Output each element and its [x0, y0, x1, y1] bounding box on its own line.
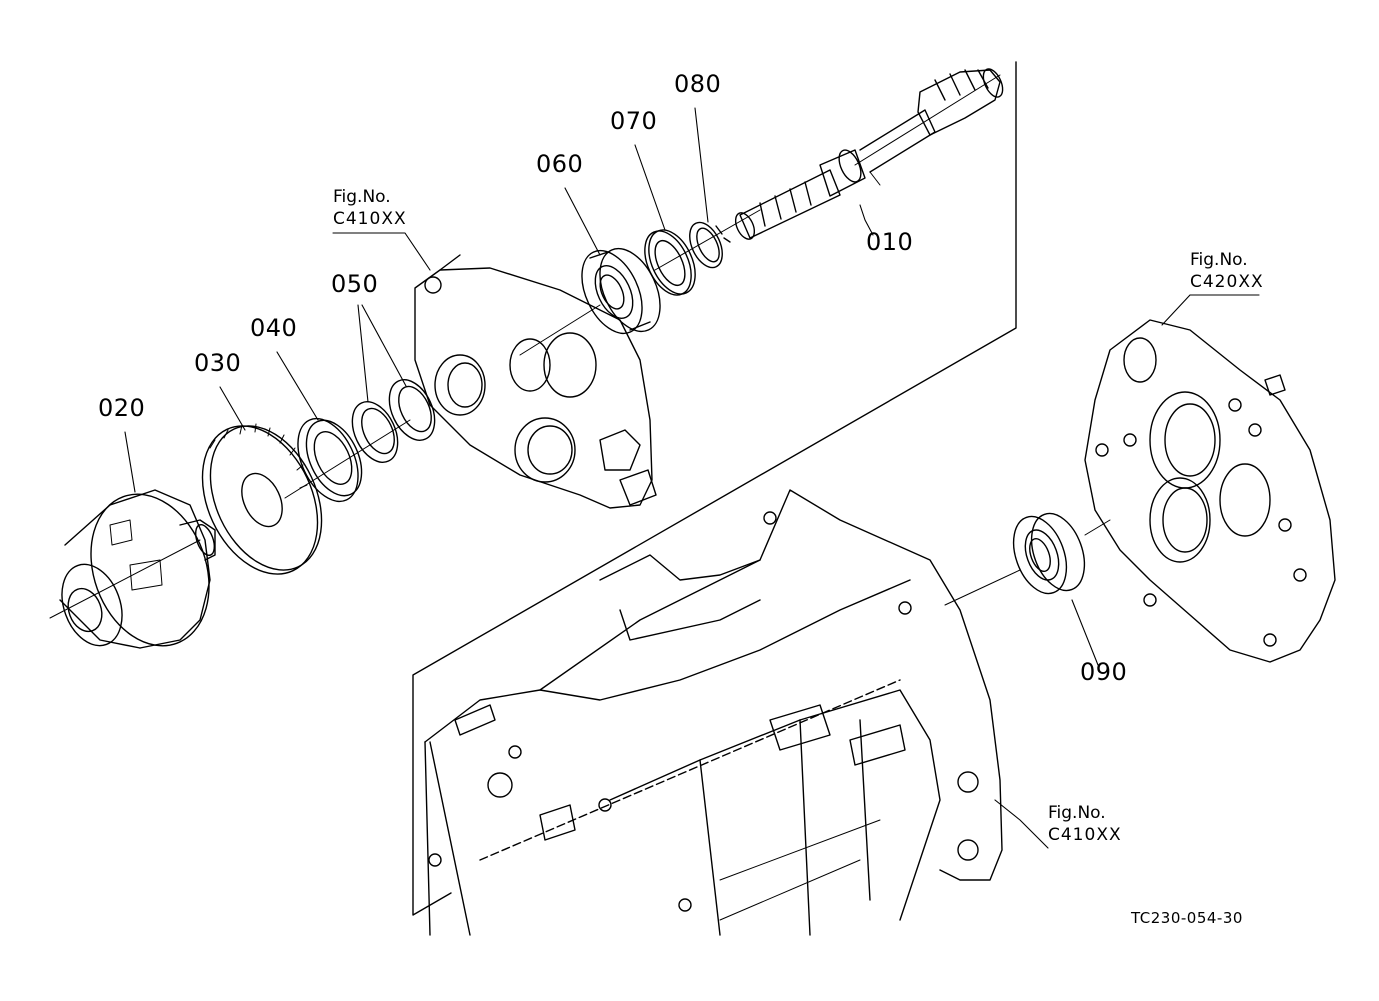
- leader-040: [277, 352, 318, 420]
- leader-050: [358, 305, 406, 402]
- plate-030: [180, 407, 344, 592]
- figure-ref-title: Fig.No.: [1190, 250, 1248, 270]
- figure-ref-code: C410XX: [1048, 825, 1122, 845]
- leader-090: [1072, 600, 1098, 665]
- leader-060: [565, 188, 600, 255]
- snap-ring-080: [683, 217, 730, 272]
- rings-050: [343, 373, 443, 470]
- figure-ref-c410-lower: Fig.No. C410XX: [1048, 802, 1122, 846]
- hub-020: [51, 478, 229, 663]
- assembly-frame: [413, 62, 1016, 915]
- shaft-010: [732, 66, 1007, 242]
- leader-fig-c410-lower: [995, 800, 1048, 848]
- leader-fig-c410-upper: [333, 233, 430, 270]
- housing-right: [1085, 320, 1335, 662]
- part-label-040: 040: [250, 314, 298, 342]
- figure-ref-title: Fig.No.: [333, 187, 391, 207]
- bearing-060: [570, 239, 672, 343]
- center-axis-line: [50, 75, 1000, 618]
- washer-070: [636, 223, 705, 303]
- part-label-010: 010: [866, 228, 914, 256]
- leader-030: [220, 387, 245, 430]
- housing-main: [425, 490, 1002, 935]
- part-label-090: 090: [1080, 658, 1128, 686]
- part-label-050: 050: [331, 270, 379, 298]
- center-axis-line-lower: [945, 520, 1110, 605]
- figure-ref-code: C420XX: [1190, 272, 1264, 292]
- drawing-code: TC230-054-30: [1131, 909, 1243, 927]
- part-label-060: 060: [536, 150, 584, 178]
- leader-020: [125, 432, 135, 492]
- leader-080: [695, 108, 708, 222]
- leader-010: [860, 205, 873, 235]
- bearing-090: [1004, 506, 1094, 601]
- part-label-030: 030: [194, 349, 242, 377]
- figure-ref-c410-upper: Fig.No. C410XX: [333, 186, 407, 230]
- part-label-070: 070: [610, 107, 658, 135]
- leader-lines: [125, 108, 1259, 848]
- figure-ref-title: Fig.No.: [1048, 803, 1106, 823]
- leader-070: [635, 145, 665, 230]
- housing-upper: [415, 255, 656, 508]
- figure-ref-c420: Fig.No. C420XX: [1190, 249, 1264, 293]
- leader-fig-c420: [1162, 295, 1259, 325]
- figure-ref-code: C410XX: [333, 209, 407, 229]
- part-label-020: 020: [98, 394, 146, 422]
- part-label-080: 080: [674, 70, 722, 98]
- seal-040: [286, 409, 373, 511]
